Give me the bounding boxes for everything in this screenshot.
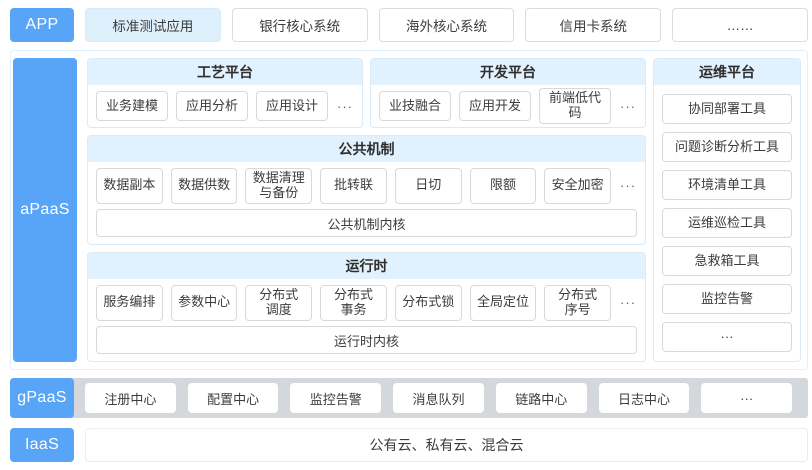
common-item: 数据副本	[96, 167, 163, 204]
dev-platform-body: 业技融合 应用开发 前端低代码 ···	[371, 85, 645, 127]
ops-item: 环境清单工具	[662, 170, 792, 200]
ops-item: 监控告警	[662, 284, 792, 314]
ops-item: 协同部署工具	[662, 94, 792, 124]
common-mechanism-kernel: 公共机制内核	[96, 209, 637, 237]
runtime-item: 分布式 事务	[320, 284, 387, 321]
common-mechanism-body: 数据副本 数据供数 数据清理 与备份 批转联 日切 限额 安全加密 ···	[88, 162, 645, 209]
apaas-layer: aPaaS 工艺平台 业务建模 应用分析 应用设计 ··· 开发平台	[10, 50, 808, 370]
iaas-content: 公有云、私有云、混合云	[85, 428, 808, 462]
apaas-left-column: 工艺平台 业务建模 应用分析 应用设计 ··· 开发平台 业技融合 应用开发	[87, 58, 646, 362]
common-more-ellipsis: ···	[620, 178, 637, 193]
runtime-item: 参数中心	[170, 284, 238, 321]
runtime-item: 全局定位	[469, 284, 537, 321]
gpaas-items: 注册中心 配置中心 监控告警 消息队列 链路中心 日志中心 ···	[85, 378, 793, 418]
panel-common-mechanism: 公共机制 数据副本 数据供数 数据清理 与备份 批转联 日切 限额 安全加密 ·…	[87, 135, 646, 245]
gpaas-item: 链路中心	[495, 383, 587, 413]
panel-ops-platform: 运维平台 协同部署工具 问题诊断分析工具 环境清单工具 运维巡检工具 急救箱工具…	[653, 58, 801, 362]
craft-more-ellipsis: ···	[337, 98, 353, 114]
runtime-item: 分布式锁	[394, 284, 462, 321]
app-item[interactable]: 海外核心系统	[378, 8, 515, 42]
craft-item: 业务建模	[96, 91, 168, 121]
common-item: 日切	[394, 167, 462, 204]
craft-item: 应用设计	[256, 91, 328, 121]
gpaas-layer: gPaaS 注册中心 配置中心 监控告警 消息队列 链路中心 日志中心 ···	[10, 378, 808, 418]
runtime-item: 服务编排	[96, 284, 163, 321]
gpaas-item: 监控告警	[290, 383, 382, 413]
dev-more-ellipsis: ···	[620, 98, 636, 114]
app-items: 标准测试应用 银行核心系统 海外核心系统 信用卡系统 ……	[85, 8, 808, 42]
common-item: 限额	[469, 167, 537, 204]
panel-dev-platform: 开发平台 业技融合 应用开发 前端低代码 ···	[370, 58, 646, 128]
runtime-more-ellipsis: ···	[620, 295, 637, 310]
gpaas-item: 日志中心	[598, 383, 690, 413]
ops-item: 运维巡检工具	[662, 208, 792, 238]
dev-item: 前端低代码	[539, 88, 611, 124]
panel-runtime: 运行时 服务编排 参数中心 分布式 调度 分布式 事务 分布式锁 全局定位 分布…	[87, 252, 646, 362]
panel-craft-platform: 工艺平台 业务建模 应用分析 应用设计 ···	[87, 58, 363, 128]
iaas-layer: IaaS 公有云、私有云、混合云	[10, 428, 808, 462]
runtime-title: 运行时	[88, 253, 645, 279]
dev-platform-title: 开发平台	[371, 59, 645, 85]
common-item: 安全加密	[544, 167, 612, 204]
dev-item: 业技融合	[379, 91, 451, 121]
common-item: 批转联	[320, 167, 387, 204]
craft-platform-title: 工艺平台	[88, 59, 362, 85]
runtime-kernel: 运行时内核	[96, 326, 637, 354]
gpaas-item: 配置中心	[187, 383, 279, 413]
app-item-more[interactable]: ……	[672, 8, 808, 42]
ops-item-more: ···	[662, 322, 792, 352]
apaas-layer-label: aPaaS	[13, 58, 77, 362]
app-item[interactable]: 信用卡系统	[525, 8, 662, 42]
runtime-item: 分布式 调度	[245, 284, 313, 321]
runtime-item: 分布式 序号	[544, 284, 612, 321]
gpaas-item: 消息队列	[393, 383, 484, 413]
gpaas-layer-label: gPaaS	[10, 378, 74, 418]
common-item: 数据供数	[170, 167, 238, 204]
app-layer-label: APP	[10, 8, 74, 42]
apaas-content: 工艺平台 业务建模 应用分析 应用设计 ··· 开发平台 业技融合 应用开发	[87, 58, 801, 362]
craft-item: 应用分析	[176, 91, 248, 121]
craft-platform-body: 业务建模 应用分析 应用设计 ···	[88, 85, 362, 127]
runtime-body: 服务编排 参数中心 分布式 调度 分布式 事务 分布式锁 全局定位 分布式 序号…	[88, 279, 645, 326]
platform-panels: 工艺平台 业务建模 应用分析 应用设计 ··· 开发平台 业技融合 应用开发	[87, 58, 646, 128]
ops-platform-title: 运维平台	[654, 59, 800, 85]
dev-item: 应用开发	[459, 91, 531, 121]
ops-item: 问题诊断分析工具	[662, 132, 792, 162]
app-layer: APP 标准测试应用 银行核心系统 海外核心系统 信用卡系统 ……	[10, 8, 808, 42]
common-item: 数据清理 与备份	[245, 167, 313, 204]
app-item-selected[interactable]: 标准测试应用	[85, 8, 221, 42]
iaas-layer-label: IaaS	[10, 428, 74, 462]
ops-platform-body: 协同部署工具 问题诊断分析工具 环境清单工具 运维巡检工具 急救箱工具 监控告警…	[654, 85, 800, 361]
app-item[interactable]: 银行核心系统	[231, 8, 368, 42]
common-mechanism-title: 公共机制	[88, 136, 645, 162]
gpaas-item-more: ···	[701, 383, 793, 413]
gpaas-item: 注册中心	[85, 383, 176, 413]
ops-item: 急救箱工具	[662, 246, 792, 276]
